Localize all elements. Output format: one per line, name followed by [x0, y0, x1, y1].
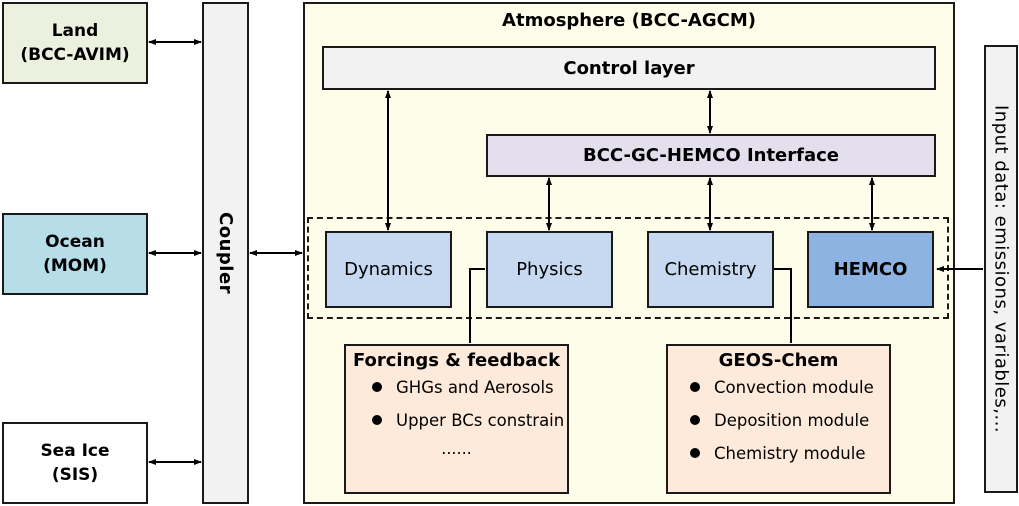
- list-item: Deposition module: [690, 404, 889, 437]
- module-hemco: HEMCO: [807, 231, 934, 308]
- forcings-feedback-box: Forcings & feedback GHGs and Aerosols Up…: [344, 344, 569, 494]
- bullet-icon: [372, 414, 382, 425]
- forcings-title: Forcings & feedback: [352, 350, 561, 371]
- input-data-box: Input data: emissions, variables,...: [984, 45, 1018, 493]
- control-layer: Control layer: [322, 46, 936, 90]
- list-item: GHGs and Aerosols: [372, 371, 567, 404]
- interface-layer: BCC-GC-HEMCO Interface: [486, 134, 936, 177]
- coupler: Coupler: [202, 2, 249, 504]
- sea-ice-model-label: (SIS): [51, 465, 99, 485]
- input-data-label: Input data: emissions, variables,...: [990, 104, 1012, 434]
- module-dynamics-label: Dynamics: [344, 259, 433, 280]
- sea-ice-component: Sea Ice (SIS): [2, 422, 148, 504]
- list-item: Convection module: [690, 371, 889, 404]
- module-chemistry: Chemistry: [647, 231, 774, 308]
- module-physics-label: Physics: [516, 259, 583, 280]
- module-chemistry-label: Chemistry: [664, 259, 757, 280]
- control-layer-label: Control layer: [563, 57, 695, 79]
- geos-chem-list: Convection module Deposition module Chem…: [668, 371, 889, 470]
- forcings-list: GHGs and Aerosols Upper BCs constrain: [346, 371, 567, 437]
- module-physics: Physics: [486, 231, 613, 308]
- sea-ice-label: Sea Ice: [40, 441, 110, 461]
- module-hemco-label: HEMCO: [833, 259, 908, 280]
- bullet-icon: [372, 381, 382, 392]
- module-dynamics: Dynamics: [325, 231, 452, 308]
- geos-chem-title: GEOS-Chem: [718, 350, 839, 371]
- bullet-icon: [690, 447, 700, 458]
- bullet-icon: [690, 414, 700, 425]
- land-model-label: (BCC-AVIM): [20, 45, 130, 65]
- forcings-more: ......: [441, 439, 472, 458]
- interface-label: BCC-GC-HEMCO Interface: [583, 145, 839, 166]
- atmosphere-title: Atmosphere (BCC-AGCM): [502, 10, 756, 31]
- list-item: Upper BCs constrain: [372, 404, 567, 437]
- land-component: Land (BCC-AVIM): [2, 2, 148, 84]
- geos-chem-box: GEOS-Chem Convection module Deposition m…: [666, 344, 891, 494]
- land-label: Land: [51, 21, 99, 41]
- coupler-label: Coupler: [215, 211, 236, 295]
- bullet-icon: [690, 381, 700, 392]
- ocean-label: Ocean: [45, 232, 105, 252]
- ocean-model-label: (MOM): [43, 256, 107, 276]
- ocean-component: Ocean (MOM): [2, 213, 148, 295]
- list-item: Chemistry module: [690, 437, 889, 470]
